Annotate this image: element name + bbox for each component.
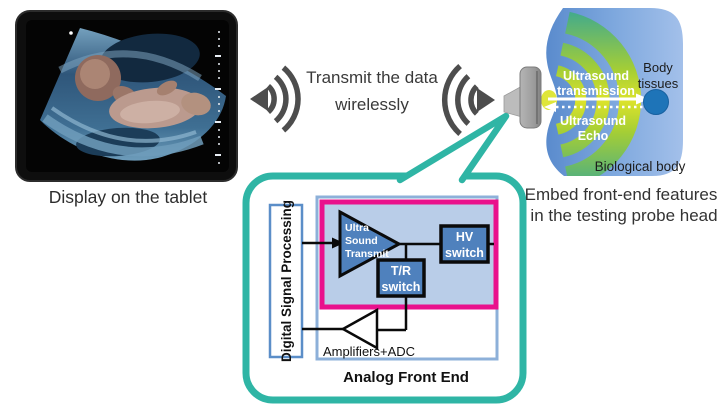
tr-switch-line2: switch: [382, 280, 421, 294]
ultrasound-transmit-triangle: [338, 209, 403, 279]
dsp-to-transmit-arrowhead: [332, 237, 344, 249]
sonogram-marker-dot: [69, 31, 73, 35]
amplifier-triangle: [340, 307, 379, 351]
dsp-box: [268, 203, 304, 359]
hv-switch-line2: switch: [445, 246, 484, 260]
transmission-label-line1: Ultrasound: [563, 69, 629, 83]
probe-caption: Embed front-end features in the testing …: [525, 185, 718, 225]
wireless-label-line2: wirelessly: [334, 95, 409, 114]
sonogram-scale-ticks: [215, 31, 221, 164]
ultrasound-transmit-label: Ultra Sound Transmit: [345, 222, 389, 260]
echo-label-line1: Ultrasound: [560, 114, 626, 128]
analog-front-end-label: Analog Front End: [343, 369, 469, 386]
probe-caption-line1: Embed front-end features: [525, 185, 718, 204]
hv-switch-line1: HV: [456, 230, 474, 244]
transmit-label-line1: Ultra: [345, 222, 369, 234]
body-tissue-circle: [643, 89, 669, 115]
wireless-label-line1: Transmit the data: [306, 68, 438, 87]
fetus-illustration: [75, 55, 211, 129]
wifi-signal-left-icon: [250, 65, 301, 133]
body-tissues-line1: Body: [643, 60, 673, 75]
biological-body-scene: Ultrasound transmission Ultrasound Echo …: [503, 8, 686, 176]
probe-icon: [503, 66, 542, 129]
echo-label-line2: Echo: [578, 129, 609, 143]
transmission-label-line2: transmission: [557, 84, 635, 98]
tr-switch-label: T/R switch: [382, 264, 421, 294]
dsp-label: Digital Signal Processing: [279, 200, 294, 362]
tr-switch-box: [376, 258, 426, 298]
hv-switch-label: HV switch: [445, 230, 484, 260]
probe-caption-line2: in the testing probe head: [530, 206, 717, 225]
hv-switch-box: [439, 224, 490, 264]
wifi-signal-right-icon: [441, 64, 495, 136]
biological-body-label: Biological body: [595, 159, 686, 174]
transmit-label-line3: Transmit: [345, 248, 389, 260]
tr-switch-line1: T/R: [391, 264, 411, 278]
amplifiers-adc-label: Amplifiers+ADC: [323, 344, 415, 359]
body-tissues-line2: tissues: [638, 76, 679, 91]
sonogram-image: [40, 28, 226, 164]
transmit-label-line2: Sound: [345, 235, 378, 247]
tablet-caption: Display on the tablet: [49, 187, 208, 207]
echo-arrow: [544, 102, 643, 112]
transmission-arrow: [548, 93, 649, 105]
signal-lines: [302, 241, 494, 332]
tablet-device: [15, 10, 238, 182]
analog-front-end-diagram: Digital Signal Processing Ultra Sound Tr…: [268, 195, 499, 386]
wireless-label: Transmit the data wirelessly: [306, 68, 438, 114]
